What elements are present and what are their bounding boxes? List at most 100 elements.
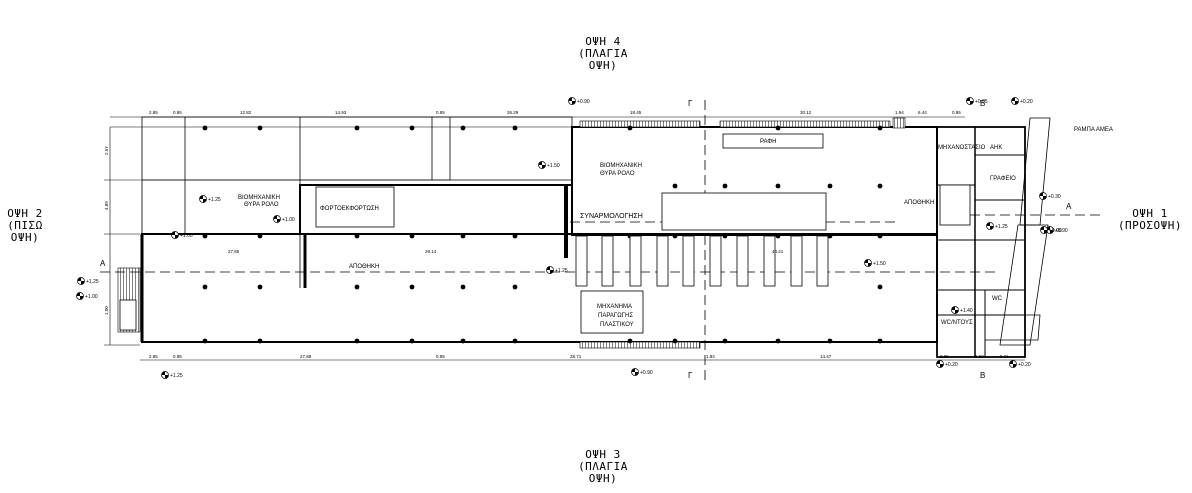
- svg-text:+0.05: +0.05: [975, 99, 988, 105]
- workstation-benches: [575, 235, 829, 287]
- dimension-top: 12.82: [240, 110, 252, 115]
- column-marker: [722, 338, 728, 344]
- level-marker: +0.30: [1039, 192, 1061, 200]
- dimension-inner: 27.85: [228, 249, 240, 254]
- section-a-right: A: [1066, 202, 1072, 211]
- column-marker: [202, 233, 208, 239]
- svg-text:+0.90: +0.90: [1055, 228, 1068, 234]
- column-marker: [202, 338, 208, 344]
- dimension-left: 1.00: [104, 306, 109, 315]
- label-office: ΓΡΑΦΕΙΟ: [990, 176, 1016, 182]
- column-marker: [257, 233, 263, 239]
- dimension-top: 6.44: [918, 110, 927, 115]
- label-plastic-1: ΜΗΧΑΝΗΜΑ: [597, 304, 632, 310]
- label-storage-small: ΑΠΟΘΗΚΗ: [904, 200, 934, 206]
- svg-text:+0.20: +0.20: [1018, 362, 1031, 368]
- column-marker: [672, 233, 678, 239]
- level-marker: +0.05: [966, 97, 988, 105]
- room-boxes: [315, 133, 827, 334]
- svg-text:+1.25: +1.25: [208, 197, 221, 203]
- ramp: [984, 117, 1051, 346]
- svg-text:+1.50: +1.50: [547, 163, 560, 169]
- note-ramp: ΡΑΜΠΑ ΑΜΕΑ: [1074, 127, 1113, 133]
- building-walls: [140, 126, 1026, 358]
- dimension-bottom: 2.85: [149, 354, 158, 359]
- dimension-bottom: 0.95: [173, 354, 182, 359]
- column-marker: [775, 338, 781, 344]
- note-door-2b: ΘΥΡΑ ΡΟΛΟ: [600, 171, 635, 177]
- column-marker: [627, 125, 633, 131]
- level-marker: +1.25: [199, 195, 221, 203]
- workstation-bench: [575, 235, 588, 287]
- column-marker: [512, 284, 518, 290]
- svg-text:+1.50: +1.50: [873, 261, 886, 267]
- svg-text:+0.30: +0.30: [1048, 194, 1061, 200]
- level-marker: +0.90: [631, 368, 653, 376]
- column-marker: [672, 183, 678, 189]
- column-marker: [354, 233, 360, 239]
- column-grid: [202, 125, 883, 344]
- column-marker: [409, 284, 415, 290]
- label-plastic-3: ΠΛΑΣΤΙΚΟΥ: [600, 322, 634, 328]
- elevation-right-line2: (ΠΡΟΣΟΨΗ): [1117, 219, 1183, 232]
- dimension-bottom: 5.21: [1000, 354, 1009, 359]
- dimension-bottom: 0.95: [940, 354, 949, 359]
- label-plastic-2: ΠΑΡΑΓΩΓΗΣ: [598, 313, 633, 319]
- workstation-bench: [682, 235, 695, 287]
- svg-text:+1.40: +1.40: [960, 308, 973, 314]
- dimension-top: 18.45: [630, 110, 642, 115]
- workstation-bench: [790, 235, 803, 287]
- level-marker: +0.90: [568, 97, 590, 105]
- workstation-bench: [629, 235, 642, 287]
- dimension-top: 0.95: [173, 110, 182, 115]
- column-marker: [257, 338, 263, 344]
- elevation-top-line3: ΟΨΗ): [588, 59, 618, 72]
- dimension-bottom: 14.47: [820, 354, 832, 359]
- label-machine-room: ΜΗΧΑΝΟΣΤΑΣΙΟ: [938, 145, 986, 151]
- dimension-top: 1.94: [895, 110, 904, 115]
- elevation-bottom-line3: ΟΨΗ): [588, 472, 618, 485]
- column-marker: [409, 125, 415, 131]
- dimension-top: 14.93: [335, 110, 347, 115]
- workstation-bench: [601, 235, 614, 287]
- svg-text:+1.25: +1.25: [555, 268, 568, 274]
- dimension-inner: 28.14: [425, 249, 437, 254]
- dimension-bottom: 27.88: [300, 354, 312, 359]
- svg-text:+1.25: +1.25: [86, 279, 99, 285]
- level-marker: +1.25: [986, 222, 1008, 230]
- svg-text:+0.90: +0.90: [640, 370, 653, 376]
- elevation-left-line2: (ΠΙΣΩ ΟΨΗ): [7, 219, 43, 244]
- column-marker: [827, 183, 833, 189]
- column-marker: [877, 338, 883, 344]
- section-g-bottom: Γ: [688, 371, 693, 380]
- column-marker: [827, 338, 833, 344]
- level-marker: +1.00: [171, 231, 193, 239]
- column-marker: [460, 233, 466, 239]
- column-marker: [460, 125, 466, 131]
- svg-text:+0.90: +0.90: [577, 99, 590, 105]
- elevation-bottom-line2: (ΠΛΑΓΙΑ: [578, 460, 628, 473]
- level-marker: +1.00: [76, 292, 98, 300]
- svg-text:+1.00: +1.00: [85, 294, 98, 300]
- dimension-top: 30.12: [800, 110, 812, 115]
- dimension-bottom: 28.71: [570, 354, 582, 359]
- workstation-bench: [709, 235, 722, 287]
- dimension-bottom: 5.59: [975, 354, 984, 359]
- label-sewing: ΡΑΦΗ: [760, 139, 777, 145]
- column-marker: [512, 125, 518, 131]
- level-marker: +0.20: [1011, 97, 1033, 105]
- level-marker: +0.90: [1046, 226, 1068, 234]
- column-marker: [409, 338, 415, 344]
- elevation-top-line1: ΟΨΗ 4: [585, 35, 621, 48]
- column-marker: [409, 233, 415, 239]
- svg-text:+1.00: +1.00: [180, 233, 193, 239]
- dimension-bottom: 0.95: [436, 354, 445, 359]
- column-marker: [512, 338, 518, 344]
- dimension-top: 2.85: [149, 110, 158, 115]
- svg-text:+1.00: +1.00: [282, 217, 295, 223]
- workstation-bench: [816, 235, 829, 287]
- level-marker: +1.25: [77, 277, 99, 285]
- dimension-top: 26.29: [507, 110, 519, 115]
- column-marker: [460, 338, 466, 344]
- column-marker: [877, 284, 883, 290]
